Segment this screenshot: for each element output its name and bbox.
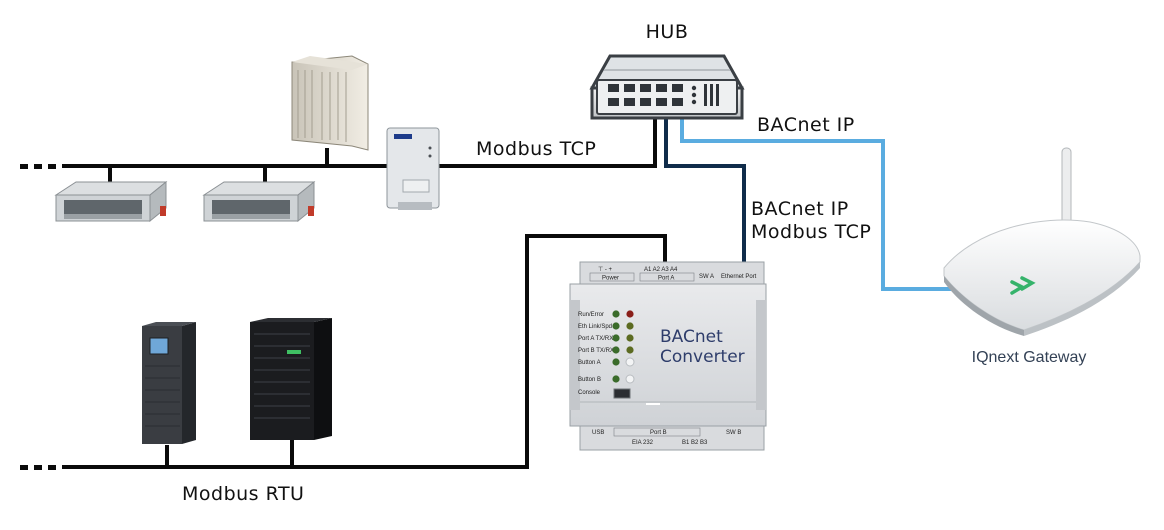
bacnet-ip-link — [680, 118, 962, 291]
ducted-ac-unit-1-icon — [54, 180, 168, 223]
converter-power-label: Power — [602, 276, 619, 282]
hub-label: HUB — [646, 21, 689, 43]
bacnet-ip-label: BACnet IP — [757, 114, 855, 136]
converter-top-pins: A1 A2 A3 A4 — [644, 267, 678, 273]
bus-continuation-dots-bottom — [20, 465, 56, 470]
converter-power-pins: ⊤ - + — [598, 266, 613, 273]
gateway-label: IQnext Gateway — [972, 349, 1087, 366]
led-label-run-error: Run/Error — [578, 312, 604, 318]
led-label-eth-link: Eth Link/Spd — [578, 324, 612, 330]
led-label-button-b: Button B — [578, 377, 601, 383]
modbus-rtu-bus — [62, 234, 667, 469]
iqnext-gateway-device[interactable] — [943, 147, 1141, 336]
hub-icon[interactable] — [589, 54, 745, 120]
bacnet-ip-mid-label: BACnet IP — [751, 198, 849, 220]
console-port — [613, 388, 631, 399]
led-label-port-b: Port B TX/RX — [578, 348, 614, 354]
converter-swb-label: SW B — [726, 430, 741, 436]
converter-leds — [612, 310, 635, 384]
modbus-gateway-module-icon — [386, 127, 440, 210]
battery-rack-icon — [250, 318, 332, 440]
converter-usb-label: USB — [592, 430, 604, 436]
outdoor-ac-unit-icon — [291, 55, 369, 151]
led-label-console: Console — [578, 390, 601, 396]
ducted-ac-unit-2-icon — [202, 180, 316, 223]
modbus-tcp-label: Modbus TCP — [476, 138, 596, 160]
bus-continuation-dots-top — [20, 164, 56, 169]
converter-title-line1: BACnet — [660, 327, 723, 347]
led-label-button-a: Button A — [578, 360, 601, 366]
ups-cabinet-icon — [142, 322, 196, 444]
bacnet-ip-modbus-tcp-link — [664, 118, 746, 262]
converter-title-line2: Converter — [660, 347, 745, 367]
modbus-rtu-label: Modbus RTU — [182, 483, 304, 505]
bacnet-converter-device: ⊤ - + A1 A2 A3 A4 SW A Ethernet Port Pow… — [569, 261, 767, 451]
modbus-tcp-bus — [62, 118, 657, 186]
converter-bottom-pins: B1 B2 B3 — [682, 440, 708, 446]
converter-eia-label: EIA 232 — [632, 440, 654, 446]
gateway-chevron-icon — [1010, 276, 1036, 295]
led-label-port-a: Port A TX/RX — [578, 336, 613, 342]
converter-top-swa: SW A — [699, 274, 714, 280]
converter-top-eth: Ethernet Port — [721, 274, 757, 280]
converter-port-b-label: Port B — [650, 430, 667, 436]
converter-port-a-label: Port A — [658, 276, 674, 282]
modbus-tcp-mid-label: Modbus TCP — [751, 221, 871, 243]
